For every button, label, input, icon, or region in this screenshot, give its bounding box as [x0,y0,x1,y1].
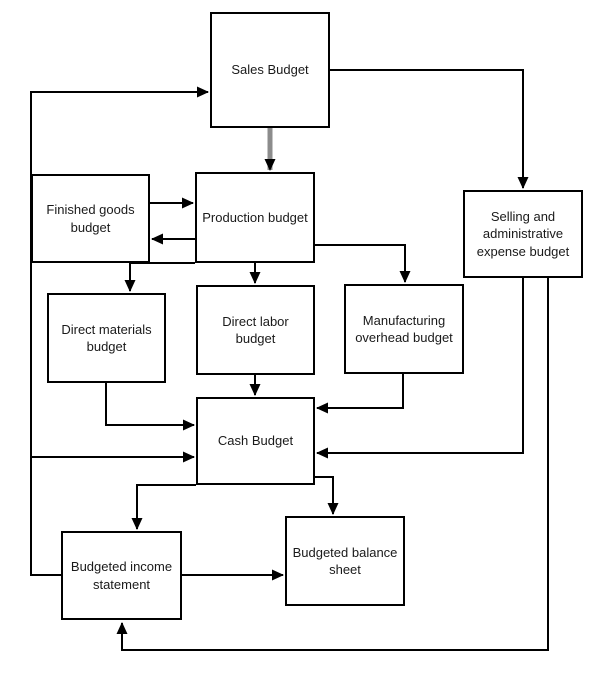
edge-overhead-to-cash [316,374,404,414]
node-label: Selling and administrative expense budge… [476,209,570,259]
node-finished-goods-budget: Finished goods budget [31,174,150,263]
edge-feedback-to-sales [30,86,209,576]
node-cash-budget: Cash Budget [196,397,315,485]
node-manufacturing-overhead-budget: Manufacturing overhead budget [344,284,464,374]
edge-cash-to-income [131,484,196,530]
node-label: Direct labor budget [222,313,289,346]
node-budgeted-income-statement: Budgeted income statement [61,531,182,620]
edge-selling-admin-to-cash [316,278,524,459]
edge-cash-to-balance [315,476,339,515]
edge-sales-to-selling-admin [330,69,529,189]
edge-production-to-materials [124,262,195,292]
node-label: Production budget [202,209,308,225]
node-budgeted-balance-sheet: Budgeted balance sheet [285,516,405,606]
node-label: Manufacturing overhead budget [355,312,453,345]
node-production-budget: Production budget [195,172,315,263]
node-label: Finished goods budget [46,202,135,235]
node-selling-admin-expense-budget: Selling and administrative expense budge… [463,190,583,278]
node-direct-labor-budget: Direct labor budget [196,285,315,375]
edge-materials-to-cash [105,383,195,431]
edge-selling-admin-to-income [116,278,549,651]
node-direct-materials-budget: Direct materials budget [47,293,166,383]
node-label: Direct materials budget [61,321,152,354]
node-sales-budget: Sales Budget [210,12,330,128]
flowchart-edges [30,69,549,651]
edge-production-to-overhead [315,244,411,283]
node-label: Sales Budget [231,62,309,78]
node-label: Budgeted balance sheet [292,544,398,577]
node-label: Budgeted income statement [70,559,173,592]
node-label: Cash Budget [217,433,294,449]
